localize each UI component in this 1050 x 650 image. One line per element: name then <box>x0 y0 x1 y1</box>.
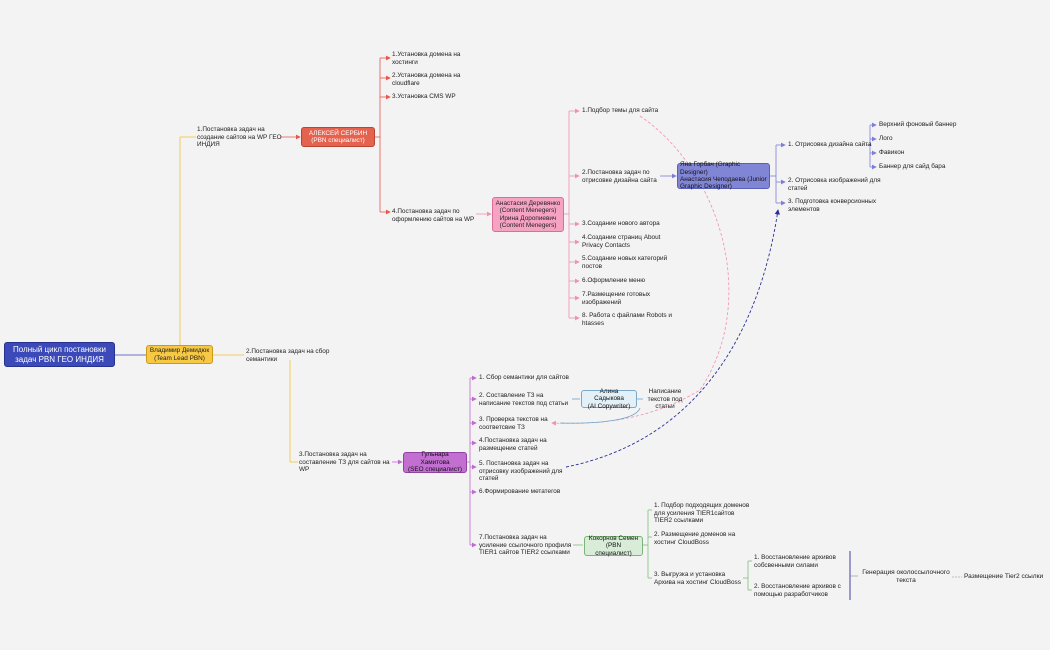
design-item-3[interactable]: Фавикон <box>879 149 905 156</box>
seo-task-1[interactable]: 1. Сбор семантики для сайтов <box>479 374 569 381</box>
copywriter-task[interactable]: Написание текстов под статьи <box>647 388 683 411</box>
design-item-4[interactable]: Баннер для сайд бара <box>879 163 946 170</box>
team-lead-node[interactable]: Владимир Демидюк (Team Lead PBN) <box>146 345 213 364</box>
design-item-2[interactable]: Лого <box>879 135 893 142</box>
design-item-1[interactable]: Верхний фоновый баннер <box>879 121 957 128</box>
branch-semantics[interactable]: 2.Постановка задач на сбор семантики <box>246 348 330 363</box>
seo-task-6[interactable]: 6.Формирование метатегов <box>479 488 561 495</box>
content-task-3[interactable]: 3.Создание нового автора <box>582 220 660 227</box>
seo-task-5[interactable]: 5. Постановка задач на отрисовку изображ… <box>479 460 563 483</box>
serbin-task-4[interactable]: 4.Постановка задач по оформлению сайтов … <box>392 208 475 223</box>
seo-task-3[interactable]: 3. Проверка текстов на соответсвие ТЗ <box>479 416 548 431</box>
copywriter-node[interactable]: Алина Садыкова (AI Copywriter) <box>581 388 637 410</box>
root-node[interactable]: Полный цикл постановки задач PBN ГЕО ИНД… <box>4 342 115 367</box>
kokornov-task-2[interactable]: 2. Размещение доменов на хостинг CloudBo… <box>654 531 736 546</box>
content-task-8[interactable]: 8. Работа с файлами Robots и htasses <box>582 312 672 327</box>
serbin-task-3[interactable]: 3.Установка CMS WP <box>392 93 456 100</box>
seo-task-2[interactable]: 2. Составление ТЗ на написание текстов п… <box>479 392 569 407</box>
seo-node[interactable]: Гульнара Хамитова (SEO специалист) <box>403 451 467 473</box>
branch-create-sites[interactable]: 1.Постановка задач на создание сайтов на… <box>197 126 282 149</box>
serbin-task-1[interactable]: 1.Установка домена на хостинги <box>392 51 461 66</box>
designer-task-2[interactable]: 2. Отрисовка изображений для статей <box>788 177 881 192</box>
content-task-4[interactable]: 4.Создание страниц About Privacy Contact… <box>582 234 661 249</box>
restore-own[interactable]: 1. Восстановление архивов собсвенными си… <box>754 554 836 569</box>
content-task-5[interactable]: 5.Создание новых категорий постов <box>582 255 668 270</box>
seo-task-4[interactable]: 4.Постановка задач на размещение статей <box>479 437 547 452</box>
kokornov-task-1[interactable]: 1. Подбор подходящих доменов для усилени… <box>654 502 750 525</box>
serbin-task-2[interactable]: 2.Установка домена на cloudflare <box>392 72 461 87</box>
content-task-6[interactable]: 6.Оформление меню <box>582 277 646 284</box>
designer-task-3[interactable]: 3. Подготовка конверсионных элементов <box>788 198 877 213</box>
designer-node[interactable]: Яна Горбач (Graphic Designer) Анастасия … <box>677 161 770 190</box>
content-managers-node[interactable]: Анастасия Деревянко (Content Menegers) И… <box>492 197 564 232</box>
designer-task-1[interactable]: 1. Отрисовка дизайна сайта <box>788 141 872 148</box>
serbin-node[interactable]: АЛЕКСЕЙ СЕРБИН (PBN специалист) <box>301 127 375 147</box>
content-task-2[interactable]: 2.Постановка задач по отрисовке дизайна … <box>582 169 657 184</box>
text-generation[interactable]: Генерация околоссылочного текста <box>862 569 950 584</box>
content-task-1[interactable]: 1.Подбор темы для сайта <box>582 107 659 114</box>
kokornov-task-3[interactable]: 3. Выгрузка и установка Архива на хостин… <box>654 571 741 586</box>
tier2-placement[interactable]: Размещение Tier2 ссылки <box>964 573 1044 580</box>
kokornov-node[interactable]: Кокорнов Семен (PBN специалист) <box>584 535 643 557</box>
seo-task-7[interactable]: 7.Постановка задач на усиление ссылочног… <box>479 534 572 557</box>
branch-tz[interactable]: 3.Постановка задач на составление ТЗ для… <box>299 451 390 474</box>
restore-developers[interactable]: 2. Восстановление архивов с помощью разр… <box>754 583 841 598</box>
content-task-7[interactable]: 7.Размещение готовых изображений <box>582 291 651 306</box>
